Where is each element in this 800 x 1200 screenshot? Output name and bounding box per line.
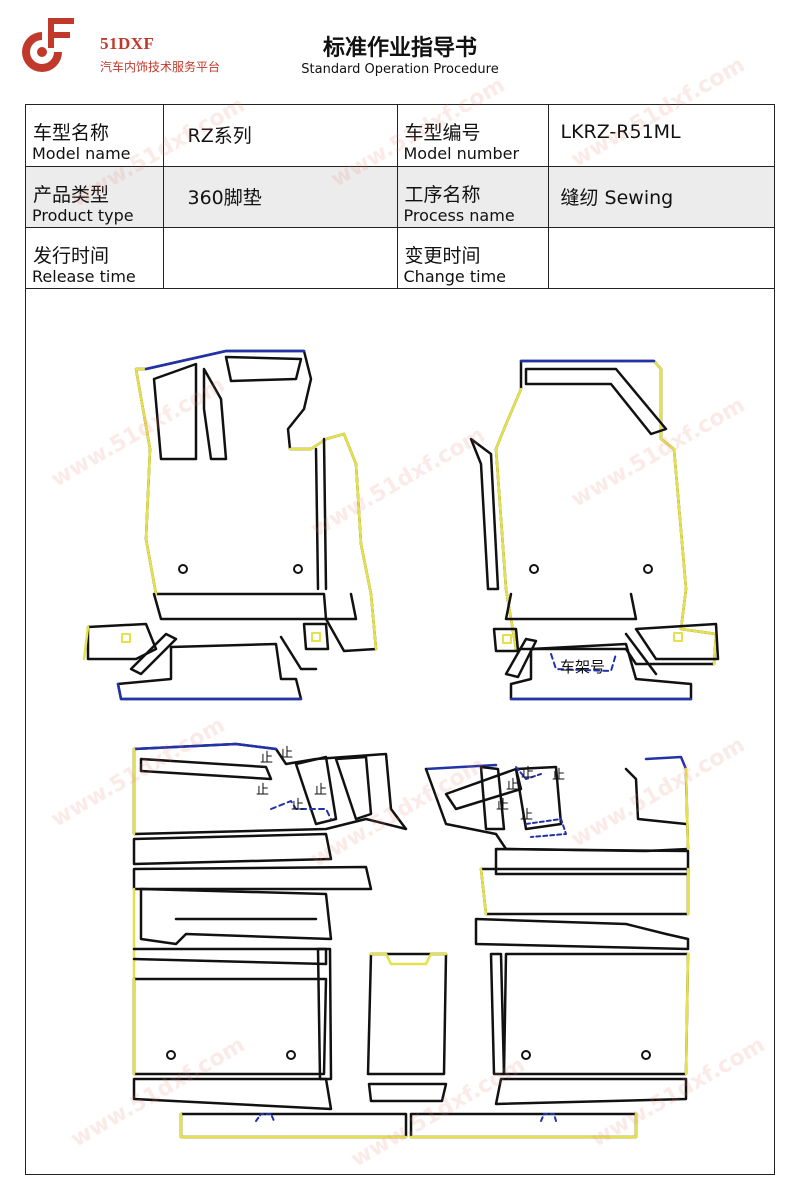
info-label-cell: 车型名称 Model name — [26, 105, 164, 167]
logo: 51DXF 汽车内饰技术服务平台 — [22, 18, 232, 78]
stop-mark: 止 — [496, 798, 509, 813]
process-name-value: 缝纫 Sewing — [560, 186, 674, 209]
info-value-cell: 360脚垫 — [162, 165, 398, 228]
label-en: Model name — [32, 144, 131, 163]
stop-mark: 止 — [520, 808, 533, 823]
info-row: 发行时间 Release time 变更时间 Change time — [26, 226, 774, 289]
info-value-cell: LKRZ-R51ML — [547, 105, 774, 167]
info-label-cell: 变更时间 Change time — [396, 226, 549, 289]
page-subtitle: Standard Operation Procedure — [301, 62, 499, 77]
mat-piece-rear-right — [409, 755, 690, 1139]
mat-piece-front-right — [469, 359, 720, 701]
info-label-cell: 车型编号 Model number — [396, 105, 549, 167]
info-label-cell: 工序名称 Process name — [396, 165, 549, 228]
product-type-value: 360脚垫 — [187, 186, 262, 209]
mat-piece-tunnel — [366, 952, 448, 1103]
frame-number-label: 车架号 — [560, 658, 605, 676]
label-cn: 变更时间 — [404, 244, 481, 267]
stop-mark: 止 — [521, 766, 534, 781]
stop-mark: 止 — [506, 778, 519, 793]
info-table: 车型名称 Model name RZ系列 车型编号 Model number L… — [26, 105, 774, 289]
info-label-cell: 产品类型 Product type — [26, 165, 164, 228]
stop-mark: 止 — [552, 768, 565, 783]
info-label-cell: 发行时间 Release time — [26, 226, 164, 289]
logo-subtitle: 汽车内饰技术服务平台 — [100, 60, 221, 74]
mat-piece-front-left — [82, 349, 378, 701]
logo-name: 51DXF — [100, 34, 155, 53]
model-number-value: LKRZ-R51ML — [560, 121, 681, 143]
label-en: Release time — [32, 266, 136, 286]
label-cn: 发行时间 — [33, 244, 110, 267]
stop-mark: 止 — [260, 751, 273, 766]
info-value-cell — [547, 226, 774, 289]
model-name-value: RZ系列 — [187, 125, 252, 147]
label-en: Change time — [403, 266, 507, 286]
sop-sheet: 车型名称 Model name RZ系列 车型编号 Model number L… — [25, 104, 775, 1175]
label-cn: 车型编号 — [404, 122, 481, 144]
info-row: 车型名称 Model name RZ系列 车型编号 Model number L… — [26, 105, 774, 167]
floor-mat-pattern-diagram: 止 止 止 止 止 止 止 止 止 止 车架号 — [26, 289, 774, 1175]
info-row: 产品类型 Product type 360脚垫 工序名称 Process nam… — [26, 165, 774, 228]
info-value-cell: RZ系列 — [162, 105, 398, 167]
mat-piece-rear-left — [132, 742, 408, 1139]
stop-mark: 止 — [291, 798, 304, 813]
label-cn: 工序名称 — [404, 183, 481, 206]
label-cn: 车型名称 — [33, 122, 110, 144]
label-en: Process name — [403, 205, 515, 225]
label-en: Product type — [32, 205, 134, 225]
label-en: Model number — [403, 144, 520, 163]
info-value-cell: 缝纫 Sewing — [547, 165, 774, 228]
stop-mark: 止 — [314, 783, 327, 798]
stop-mark: 止 — [280, 746, 293, 761]
label-cn: 产品类型 — [33, 183, 110, 206]
stop-mark: 止 — [256, 783, 269, 798]
logo-mark-icon — [22, 18, 74, 72]
page-title: 标准作业指导书 — [322, 36, 477, 61]
info-value-cell — [162, 226, 398, 289]
